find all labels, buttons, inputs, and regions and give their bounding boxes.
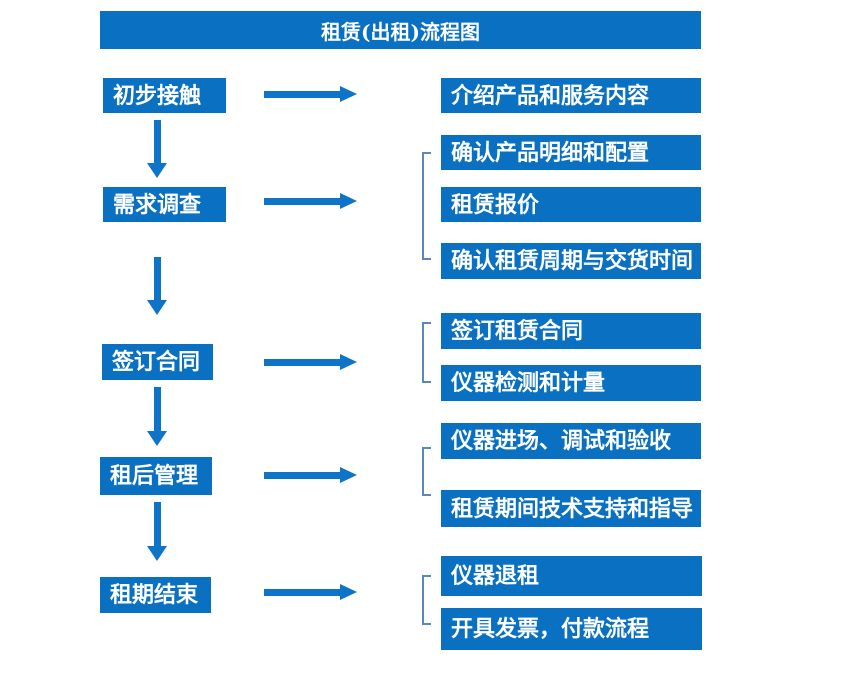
detail-label: 开具发票，付款流程	[451, 616, 650, 642]
detail-label: 租赁期间技术支持和指导	[451, 495, 694, 522]
arrow-head	[340, 467, 357, 483]
arrow-shaft	[264, 91, 340, 98]
detail-label: 仪器退租	[451, 563, 540, 589]
detail-box: 开具发票，付款流程	[441, 608, 702, 650]
detail-label: 租赁报价	[451, 191, 540, 218]
step-label: 初步接触	[113, 82, 202, 109]
detail-label: 仪器检测和计量	[451, 370, 606, 396]
step-label: 签订合同	[112, 349, 201, 375]
title-bar: 租赁(出租)流程图	[100, 11, 701, 49]
flow-arrow-down-icon	[147, 387, 167, 446]
step-label: 租期结束	[110, 582, 199, 608]
arrow-shaft	[264, 359, 340, 366]
detail-box: 租赁报价	[441, 187, 701, 222]
step-label: 需求调查	[113, 191, 202, 218]
flow-arrow-right-icon	[264, 354, 357, 371]
detail-label: 仪器进场、调试和验收	[451, 428, 672, 454]
arrow-head	[340, 354, 357, 370]
arrow-shaft	[264, 589, 340, 596]
group-bracket-icon	[422, 152, 431, 260]
step-box-lease-end: 租期结束	[100, 577, 211, 613]
group-bracket-icon	[422, 575, 431, 625]
detail-box: 仪器进场、调试和验收	[441, 423, 701, 459]
group-bracket-icon	[422, 322, 431, 383]
detail-label: 签订租赁合同	[451, 318, 584, 344]
detail-box: 确认产品明细和配置	[441, 135, 701, 170]
arrow-head	[340, 86, 357, 102]
detail-box: 仪器退租	[441, 556, 702, 596]
flow-arrow-right-icon	[264, 467, 357, 484]
detail-box: 签订租赁合同	[441, 313, 701, 349]
detail-box: 确认租赁周期与交货时间	[441, 243, 701, 279]
step-box-initial-contact: 初步接触	[103, 78, 226, 113]
arrow-head	[147, 546, 167, 561]
detail-box: 介绍产品和服务内容	[441, 78, 701, 113]
detail-label: 确认产品明细和配置	[451, 139, 650, 166]
arrow-head	[340, 193, 357, 209]
detail-label: 介绍产品和服务内容	[451, 82, 650, 109]
group-bracket-icon	[422, 447, 431, 496]
arrow-shaft	[154, 502, 161, 546]
step-box-sign-contract: 签订合同	[102, 344, 213, 380]
step-box-post-rental-management: 租后管理	[100, 457, 212, 495]
arrow-shaft	[154, 120, 161, 163]
page-title: 租赁(出租)流程图	[321, 19, 480, 44]
flow-arrow-right-icon	[264, 584, 357, 601]
arrow-head	[147, 431, 167, 446]
detail-box: 仪器检测和计量	[441, 365, 701, 401]
detail-box: 租赁期间技术支持和指导	[441, 490, 701, 527]
arrow-head	[147, 300, 167, 315]
flow-arrow-down-icon	[147, 120, 167, 178]
step-label: 租后管理	[110, 463, 199, 489]
flow-arrow-right-icon	[264, 86, 357, 103]
arrow-shaft	[154, 387, 161, 431]
arrow-head	[147, 163, 167, 178]
detail-label: 确认租赁周期与交货时间	[451, 248, 694, 274]
arrow-shaft	[264, 472, 340, 479]
arrow-shaft	[154, 257, 161, 300]
flow-arrow-down-icon	[147, 257, 167, 315]
flow-arrow-down-icon	[147, 502, 167, 561]
arrow-shaft	[264, 198, 340, 205]
arrow-head	[340, 584, 357, 600]
flow-arrow-right-icon	[264, 193, 357, 210]
step-box-demand-survey: 需求调查	[103, 187, 226, 222]
